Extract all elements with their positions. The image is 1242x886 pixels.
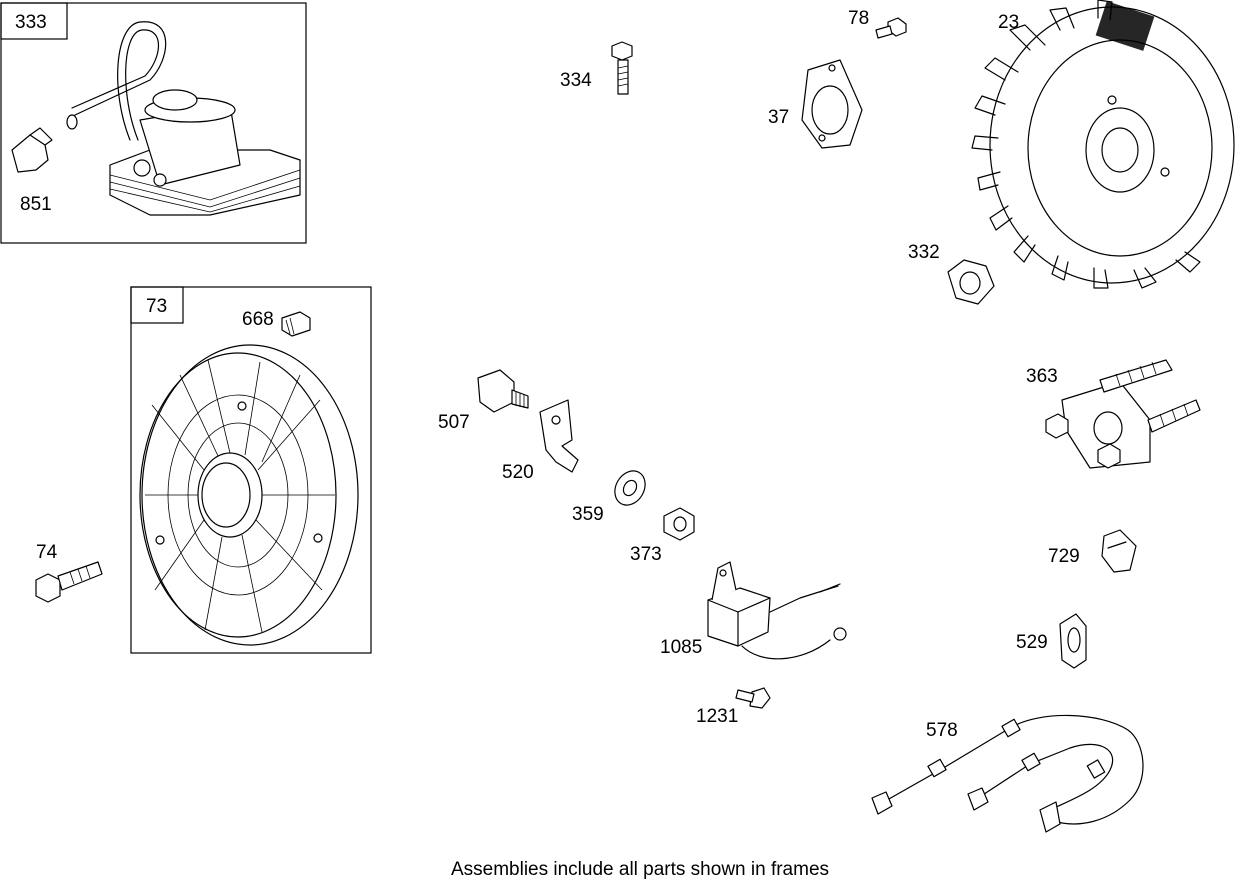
label-333: 333 [15,12,47,33]
part-23: 23 [971,0,1235,289]
label-1085: 1085 [660,637,702,658]
label-578: 578 [926,720,958,741]
label-73: 73 [146,296,167,317]
label-373: 373 [630,544,662,565]
label-332: 332 [908,242,940,263]
label-78: 78 [848,8,869,29]
part-529: 529 [1016,613,1087,669]
part-78: 78 [848,8,907,39]
label-23: 23 [998,12,1019,33]
label-334: 334 [560,70,592,91]
ignition-armature-drawing [11,21,301,216]
part-332: 332 [908,242,995,305]
rotating-screen-drawing [139,311,359,646]
label-529: 529 [1016,632,1048,653]
label-37: 37 [768,107,789,128]
part-363: 363 [1026,359,1201,469]
label-507: 507 [438,412,470,433]
footer-note: Assemblies include all parts shown in fr… [451,859,829,880]
frame-73: 73 668 [130,286,372,654]
part-74: 74 [35,542,103,603]
part-359: 359 [572,470,646,525]
part-520: 520 [502,399,579,483]
part-507: 507 [438,369,529,433]
label-1231: 1231 [696,706,738,727]
part-578: 578 [871,714,1144,833]
part-334: 334 [560,41,633,95]
label-359: 359 [572,504,604,525]
label-668: 668 [242,309,274,330]
part-1231: 1231 [696,687,771,727]
label-851: 851 [20,194,52,215]
label-729: 729 [1048,546,1080,567]
frame-333: 333 851 [0,2,307,244]
label-74: 74 [36,542,58,563]
part-373: 373 [630,507,695,565]
part-729: 729 [1048,529,1137,573]
label-520: 520 [502,462,534,483]
part-37: 37 [768,59,863,149]
label-363: 363 [1026,366,1058,387]
part-1085: 1085 [660,561,847,660]
